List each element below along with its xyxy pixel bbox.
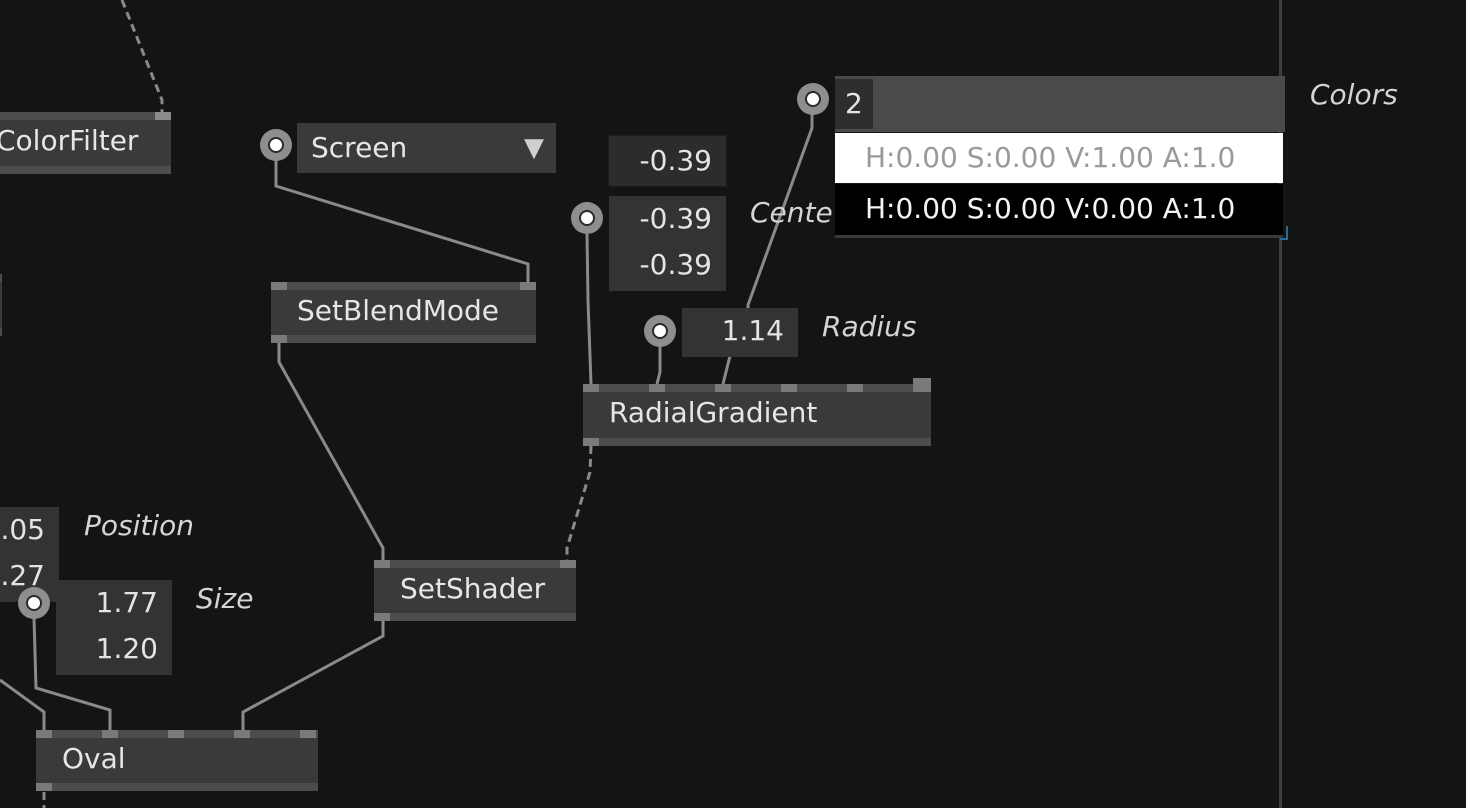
radius-label: Radius xyxy=(822,310,917,343)
node-title: ColorFilter xyxy=(0,124,139,157)
colors-spread-header[interactable] xyxy=(835,76,1285,132)
node-title: SetShader xyxy=(400,572,546,605)
node-title: Oval xyxy=(62,742,126,775)
blendmode-value: Screen xyxy=(311,131,408,164)
center-tooltip: -0.39 xyxy=(609,136,726,186)
node-title: SetBlendMode xyxy=(297,294,500,327)
size-knob[interactable] xyxy=(18,587,50,619)
node-oval[interactable]: Oval xyxy=(36,730,318,791)
size-iobox[interactable]: 1.77 1.20 xyxy=(56,580,172,675)
size-w-value[interactable]: 1.77 xyxy=(95,586,158,619)
wire-position-oval xyxy=(0,678,46,730)
radius-iobox[interactable]: 1.14 xyxy=(682,308,798,357)
input-pin[interactable] xyxy=(36,730,52,738)
input-pin[interactable] xyxy=(271,282,287,290)
resize-handle-icon[interactable] xyxy=(1280,226,1288,240)
node-title: RadialGradient xyxy=(609,396,818,429)
node-colorfilter[interactable]: ColorFilter xyxy=(0,112,171,174)
wire-setblendmode-setshader xyxy=(277,342,385,560)
node-setblendmode[interactable]: SetBlendMode xyxy=(271,282,536,343)
color-item-text: H:0.00 S:0.00 V:0.00 A:1.0 xyxy=(865,192,1236,225)
node-fragment xyxy=(0,274,2,336)
position-label: Position xyxy=(84,509,195,542)
colors-label: Colors xyxy=(1310,78,1398,111)
wire-setshader-oval xyxy=(241,621,385,730)
blendmode-dropdown[interactable]: Screen ▼ xyxy=(297,123,556,173)
center-label: Cente xyxy=(750,196,833,229)
input-pin[interactable] xyxy=(155,112,171,120)
input-pin[interactable] xyxy=(102,730,118,738)
output-pin[interactable] xyxy=(374,613,390,621)
color-item-white[interactable]: H:0.00 S:0.00 V:1.00 A:1.0 xyxy=(835,133,1283,183)
input-pin[interactable] xyxy=(300,730,316,738)
center-knob[interactable] xyxy=(571,202,603,234)
wire-dashed-gradient-setshader xyxy=(565,445,593,560)
input-pin[interactable] xyxy=(715,384,731,392)
input-pin[interactable] xyxy=(374,560,390,568)
input-pin[interactable] xyxy=(520,282,536,290)
center-iobox[interactable]: -0.39 -0.39 xyxy=(609,196,726,291)
node-setshader[interactable]: SetShader xyxy=(374,560,576,621)
input-pin[interactable] xyxy=(847,384,863,392)
input-pin[interactable] xyxy=(913,378,931,392)
center-tooltip-value: -0.39 xyxy=(639,144,712,177)
radius-knob[interactable] xyxy=(644,315,676,347)
wire-dashed-colorfilter xyxy=(120,0,164,112)
position-y-value[interactable]: .27 xyxy=(0,559,45,592)
node-radialgradient[interactable]: RadialGradient xyxy=(583,378,931,446)
radius-value[interactable]: 1.14 xyxy=(721,314,784,347)
center-y-value[interactable]: -0.39 xyxy=(639,248,712,281)
output-pin[interactable] xyxy=(583,438,599,446)
colors-knob[interactable] xyxy=(797,83,829,115)
colors-count[interactable]: 2 xyxy=(835,79,873,129)
panel-divider xyxy=(1279,0,1282,808)
dropdown-arrow-icon: ▼ xyxy=(524,133,544,163)
color-item-black[interactable]: H:0.00 S:0.00 V:0.00 A:1.0 xyxy=(835,184,1283,238)
input-pin[interactable] xyxy=(781,384,797,392)
size-label: Size xyxy=(196,582,254,615)
output-pin[interactable] xyxy=(36,783,52,791)
position-x-value[interactable]: .05 xyxy=(0,513,45,546)
input-pin[interactable] xyxy=(649,384,665,392)
blendmode-knob[interactable] xyxy=(260,129,292,161)
position-iobox[interactable]: .05 .27 xyxy=(0,507,59,602)
input-pin[interactable] xyxy=(168,730,184,738)
center-x-value[interactable]: -0.39 xyxy=(639,202,712,235)
color-item-text: H:0.00 S:0.00 V:1.00 A:1.0 xyxy=(865,141,1236,174)
input-pin[interactable] xyxy=(583,384,599,392)
input-pin[interactable] xyxy=(234,730,250,738)
wire-blendmode xyxy=(274,160,530,282)
wire-center-gradient xyxy=(585,233,593,385)
wire-radius-box-gradient xyxy=(721,355,732,385)
wire-radius-gradient xyxy=(655,346,662,385)
output-pin[interactable] xyxy=(271,335,287,343)
input-pin[interactable] xyxy=(560,560,576,568)
size-h-value[interactable]: 1.20 xyxy=(95,632,158,665)
